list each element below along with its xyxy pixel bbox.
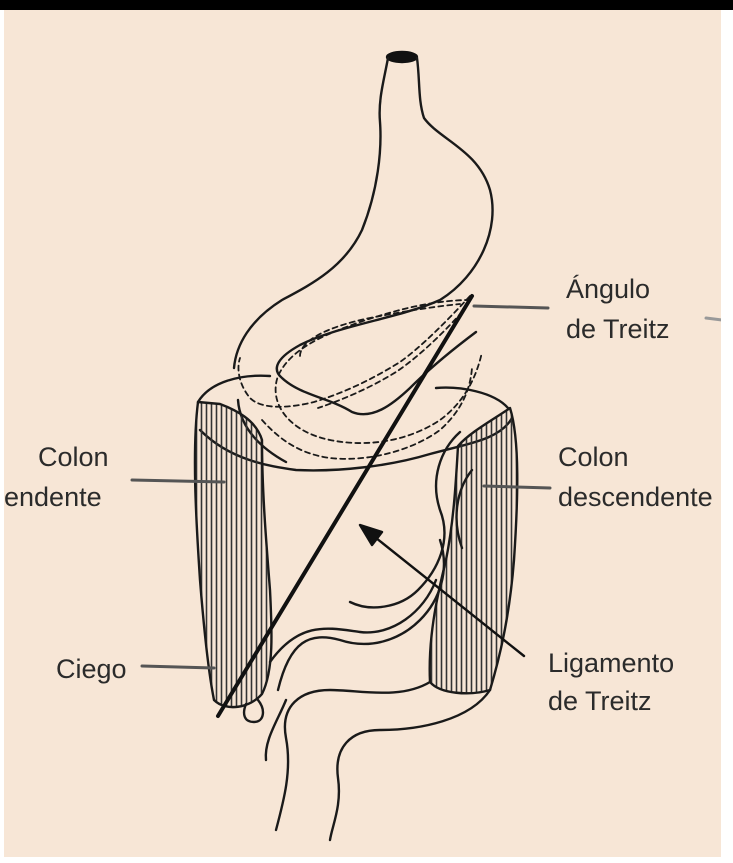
left-border [0,10,4,863]
colon-ascendente-label-line2: endente [4,480,102,514]
edge-mark [706,318,722,320]
colon-asc-leader [132,480,224,482]
ascending-colon [195,402,272,707]
cecum-appendix [244,700,263,722]
bottom-border [0,857,733,863]
right-border [721,10,733,863]
ligamento-label-line2: de Treitz [548,684,652,718]
ciego-leader [142,666,214,668]
sigmoid-rectum [266,682,490,840]
angulo-label-line1: Ángulo [566,272,650,306]
ciego-label: Ciego [56,652,127,686]
colon-descendente-label-line1: Colon [558,440,629,474]
colon-descendente-label-line2: descendente [558,480,713,514]
stomach-outline [234,52,493,414]
colon-ascendente-label-line1: Colon [38,440,109,474]
angulo-label-line2: de Treitz [566,312,670,346]
ligamento-label-line1: Ligamento [548,646,674,680]
colon-desc-leader [484,486,550,488]
duodenum-dashed [238,296,482,459]
angulo-leader [474,306,548,308]
